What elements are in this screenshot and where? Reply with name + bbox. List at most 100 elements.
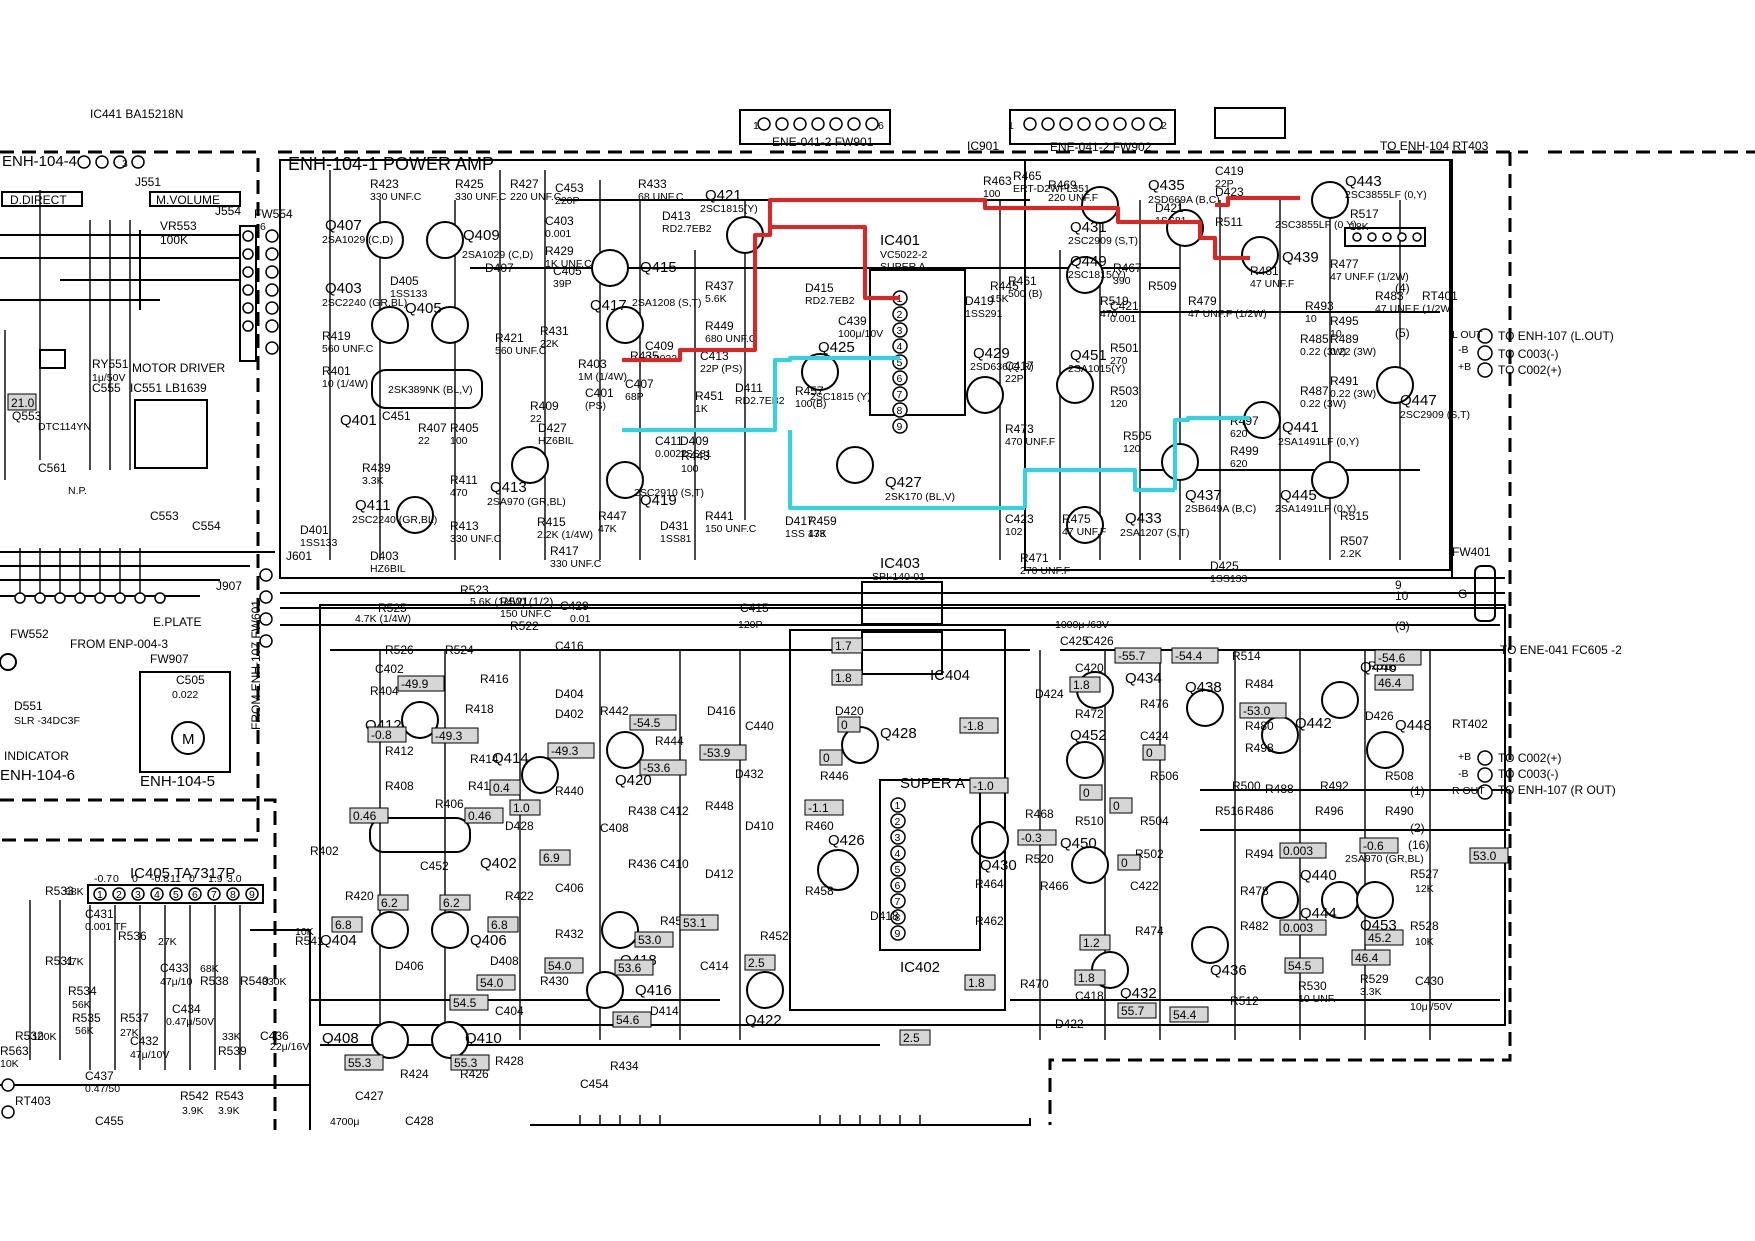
net-label: (4) [1395,281,1410,295]
component-label: R470 [1020,977,1049,991]
ic405-pin [245,887,259,901]
ic-pin-number: 1 [895,800,901,812]
component-value: 100(B) [795,398,827,410]
voltage-tag [629,714,677,731]
component-ref: R483 [1375,289,1404,303]
component-value: 1SS 133 [785,528,825,540]
voltage-tag [612,1011,652,1028]
component-label: R406 [435,797,464,811]
ic-pin-number: 7 [895,896,901,908]
component-ref: C411 [655,434,683,448]
ic405-pin-number: 2 [116,889,122,901]
component-label: R506 [1150,769,1179,783]
component-value: 1M (1/4W) [578,371,627,383]
component-label: R404 [370,684,399,698]
voltage-value: 55.3 [454,1056,478,1070]
ic401-part: VC5022-2 [880,249,927,261]
component-ref: R465 [1013,169,1042,183]
component-value: 68P [625,391,644,403]
component-ref: R459 [808,514,837,528]
connector-number: 3 [122,158,128,170]
component-label: R527 [1410,867,1439,881]
voltage-tag [367,726,407,743]
rt403-pins [1,1078,15,1119]
component-label: R466 [1040,879,1069,893]
component-label: C412 [660,804,689,818]
q401-part: 2SK389NK (BL,V) [388,384,473,396]
component-ref: R423 [370,177,399,191]
rt401-pins [1477,328,1493,378]
component-label: R442 [600,704,629,718]
bottom-connector-teeth [579,1115,921,1125]
d551-label: D551 [14,699,43,713]
component-value: 22K [540,338,559,350]
ic-pin-number: 8 [897,405,903,417]
ic-pin [892,402,908,418]
q443-transistor [1311,181,1349,219]
component-value: 0.001 [545,228,571,240]
voltage-value: 0 [1146,746,1153,760]
voltage-value: 1.8 [1073,678,1090,692]
component-label: 150 UNF.C [500,608,552,620]
voltage-value: 54.0 [548,959,572,973]
component-ref: R515 [1340,509,1369,523]
component-ref: D423 [1215,185,1244,199]
component-label: R468 [1025,807,1054,821]
component-value: (PS) [585,400,606,412]
j601-pins [259,568,273,648]
component-label: D408 [490,954,519,968]
left-panel-verticals [4,190,131,480]
component-ref: R413 [450,519,479,533]
component-ref: R517 [1350,207,1379,221]
ic-pin [892,322,908,338]
to-c002-a: TO C002(+) [1498,363,1561,377]
component-ref: R469 [1048,178,1077,192]
ic402-label: IC402 [900,959,940,976]
connector-number: 1 [753,120,759,132]
ic-pin [890,813,906,829]
component-label: D418 [870,909,899,923]
right-border [1048,152,1512,1125]
component-ref: D415 [805,281,834,295]
voltage-value: 1.2 [1083,936,1100,950]
svg-text:Q450: Q450 [1060,835,1097,852]
voltage-tag [544,957,584,974]
left-bus-drops [19,548,141,600]
voltage-value: 53.6 [618,961,642,975]
component-label: C416 [555,639,584,653]
component-ref: C451 [382,409,411,423]
component-label: R460 [805,819,834,833]
component-value: 15K [990,293,1009,305]
component-value: ERT-D2WFL351 [1013,183,1090,195]
q435-part: 2SD669A (B,C) [1148,194,1220,206]
component-value: 120 [1110,398,1128,410]
voltage-value: 0.003 [1283,921,1313,935]
component-value: 270 UNF.F [1020,565,1070,577]
component-label: 68K [65,886,84,898]
voltage-value: -0.8 [371,728,392,742]
component-ref: R501 [1110,341,1139,355]
q425-transistor [801,353,839,391]
q417-label: Q417 [590,297,627,314]
ic402-box [879,779,981,951]
component-ref: R491 [1330,374,1359,388]
component-label: D414 [650,1004,679,1018]
component-value: 0.22 (3W) [1330,388,1376,400]
q403-transistor [371,306,409,344]
component-ref: R481 [1250,264,1279,278]
q429-label: Q429 [973,345,1010,362]
fw554-pins [265,229,279,355]
q435-transistor [1166,209,1204,247]
lower-left-border [0,798,277,1130]
q409-transistor [426,221,464,259]
ic405-pin-number: 4 [154,889,160,901]
component-label: R408 [385,779,414,793]
q437-part: 2SB649A (B,C) [1185,503,1256,515]
component-label: R474 [1135,924,1164,938]
component-value: 470 UNF.F [1005,436,1055,448]
voltage-tag [439,894,471,911]
component-label: D406 [395,959,424,973]
component-value: 47 UNF.F [1062,526,1106,538]
svg-text:Q422: Q422 [745,1012,782,1029]
